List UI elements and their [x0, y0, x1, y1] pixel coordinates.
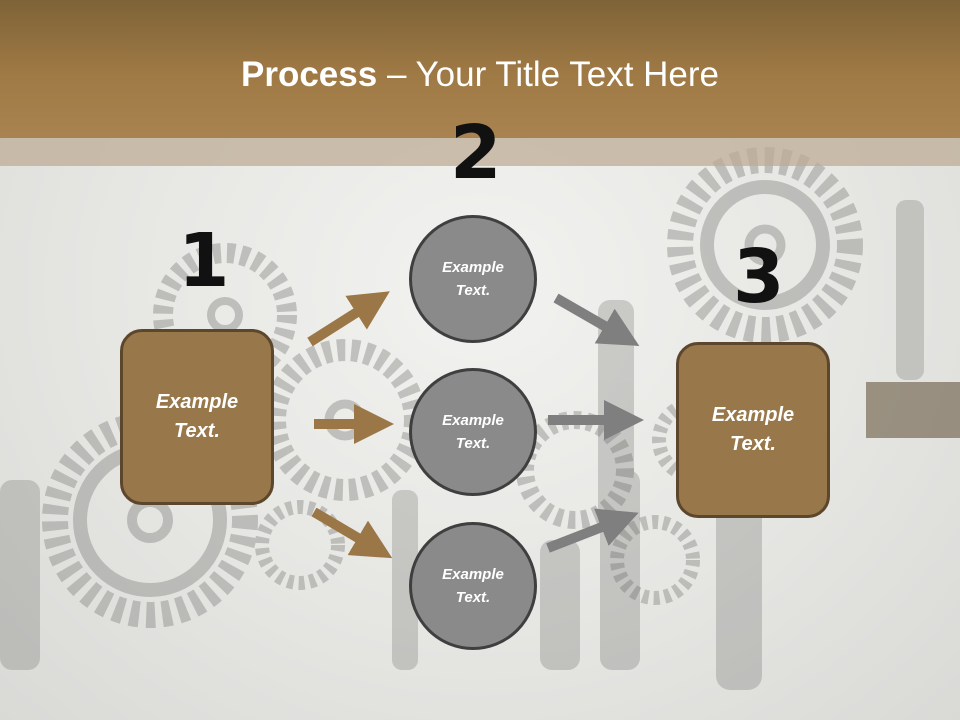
title-bar: [0, 0, 960, 138]
circle-top-line1: Example: [442, 259, 504, 276]
slide-title: Process – Your Title Text Here: [0, 54, 960, 96]
step-number-2: 2: [450, 110, 502, 196]
circle-middle-line2: Text.: [455, 435, 491, 452]
circle-bottom-line2: Text.: [455, 589, 491, 606]
arrow-to-circle-top: [307, 291, 390, 347]
circle-bottom-line1: Example: [442, 566, 504, 583]
circle-top-line2: Text.: [455, 282, 491, 299]
step-2-circle-middle[interactable]: Example Text.: [409, 368, 537, 496]
title-rest: – Your Title Text Here: [377, 55, 719, 94]
step-1-box[interactable]: Example Text.: [120, 329, 274, 505]
step-3-text: Example Text.: [712, 401, 794, 459]
step-number-1: 1: [178, 218, 230, 304]
step-1-line2: Text.: [174, 420, 220, 442]
step-3-line2: Text.: [730, 433, 776, 455]
step-3-line1: Example: [711, 404, 795, 426]
step-1-line1: Example: [155, 391, 239, 413]
arrow-from-circle-top: [553, 293, 640, 346]
title-bar-band: [0, 138, 960, 166]
step-2-circle-bottom[interactable]: Example Text.: [409, 522, 537, 650]
arrow-from-circle-bottom: [546, 508, 639, 553]
step-2-circle-top[interactable]: Example Text.: [409, 215, 537, 343]
title-bold: Process: [241, 55, 378, 94]
step-3-box[interactable]: Example Text.: [676, 342, 830, 518]
circle-middle-line1: Example: [442, 412, 504, 429]
step-number-3: 3: [733, 234, 785, 320]
step-1-text: Example Text.: [156, 388, 238, 446]
arrow-to-circle-bottom: [311, 507, 393, 559]
